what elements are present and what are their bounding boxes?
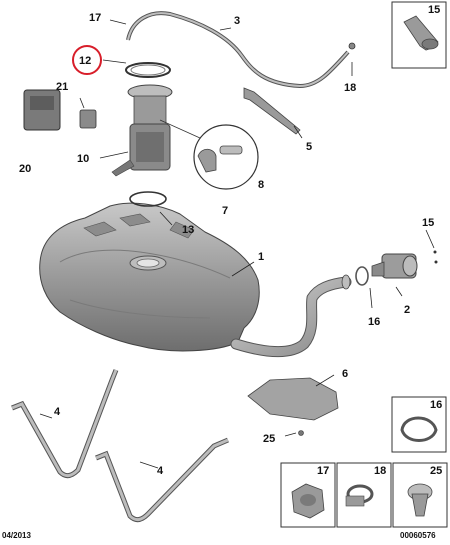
callout-7: 7: [222, 205, 228, 217]
thumbnail-18: 18: [336, 462, 392, 528]
callout-3: 3: [234, 15, 240, 27]
callout-10: 10: [77, 153, 89, 165]
callout-15-right: 15: [422, 217, 434, 229]
tank-seal: [129, 191, 167, 207]
callout-6: 6: [342, 368, 348, 380]
leader-lines: [39, 19, 435, 469]
thumbnail-16-label: 16: [430, 399, 442, 411]
callout-1: 1: [258, 251, 264, 263]
thumbnail-25: 25: [392, 462, 448, 528]
tank-strap-left: [11, 369, 119, 479]
fuel-tank: [39, 202, 260, 352]
footer-date: 04/2013: [2, 531, 31, 540]
thumbnail-18-label: 18: [374, 465, 386, 477]
fuel-pump-module: [111, 84, 173, 177]
callout-8: 8: [258, 179, 264, 191]
heat-shield: [247, 377, 339, 421]
callout-20: 20: [19, 163, 31, 175]
callout-4-right: 4: [157, 465, 164, 477]
clip-part-5: [243, 87, 301, 135]
thumbnail-16: 16: [391, 396, 447, 453]
callout-13: 13: [182, 224, 194, 236]
thumbnail-17: 17: [280, 462, 336, 528]
thumbnail-25-label: 25: [430, 465, 442, 477]
control-unit: [23, 89, 61, 131]
connector-detail: [159, 119, 259, 190]
callout-4-left: 4: [54, 406, 61, 418]
screw-part-25: [298, 430, 304, 436]
callout-2: 2: [404, 304, 410, 316]
filler-pipe: [230, 274, 352, 358]
callout-25: 25: [263, 433, 275, 445]
callout-18: 18: [344, 82, 356, 94]
relay: [79, 109, 97, 129]
thumbnail-17-label: 17: [317, 465, 329, 477]
thumbnail-15: 15: [391, 1, 447, 69]
callout-5: 5: [306, 141, 312, 153]
callout-16: 16: [368, 316, 380, 328]
callout-17: 17: [89, 12, 101, 24]
vent-line: [126, 11, 356, 89]
tank-strap-right: [95, 437, 229, 523]
highlight-ring: [72, 45, 102, 75]
thumbnail-15-label: 15: [428, 4, 440, 16]
pump-gasket: [125, 62, 171, 78]
callout-21: 21: [56, 81, 68, 93]
filler-neck-housing: [355, 250, 438, 286]
callout-12: 12: [79, 55, 91, 67]
footer-reference-number: 00060576: [400, 531, 436, 540]
